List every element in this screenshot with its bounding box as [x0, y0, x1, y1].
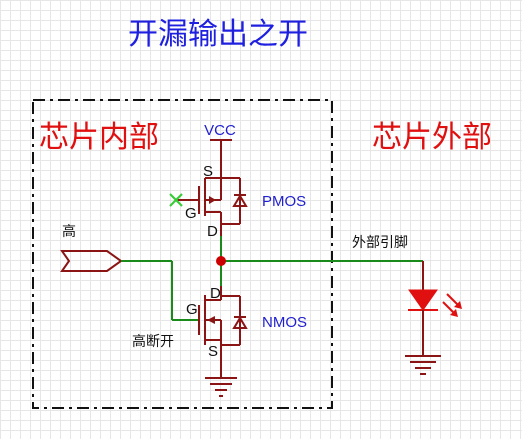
vcc-label: VCC: [204, 122, 236, 139]
chip-boundary: [32, 99, 333, 409]
external-pin-label: 外部引脚: [352, 235, 408, 251]
nmos-gate-label: G: [186, 301, 198, 318]
cross-mark-icon: [169, 193, 183, 207]
pmos-label: PMOS: [262, 193, 306, 210]
chip-inside-label: 芯片内部: [39, 120, 159, 155]
pmos-drain-label: D: [207, 223, 218, 240]
output-node: [216, 256, 226, 266]
ground-icon: [405, 355, 441, 375]
ground-icon: [205, 377, 237, 397]
led-icon: [408, 289, 462, 317]
pmos-transistor: [176, 177, 248, 236]
diagram-title: 开漏输出之开: [128, 17, 308, 52]
nmos-state-label: 高断开: [132, 333, 174, 350]
nmos-label: NMOS: [262, 314, 307, 331]
nmos-drain-label: D: [210, 285, 221, 302]
chip-outside-label: 芯片外部: [372, 120, 492, 155]
pmos-source-label: S: [203, 163, 213, 180]
input-port-icon: [60, 250, 123, 272]
pmos-gate-label: G: [185, 205, 197, 222]
nmos-transistor: [198, 286, 248, 378]
input-label: 高: [62, 223, 76, 240]
nmos-source-label: S: [208, 343, 218, 360]
